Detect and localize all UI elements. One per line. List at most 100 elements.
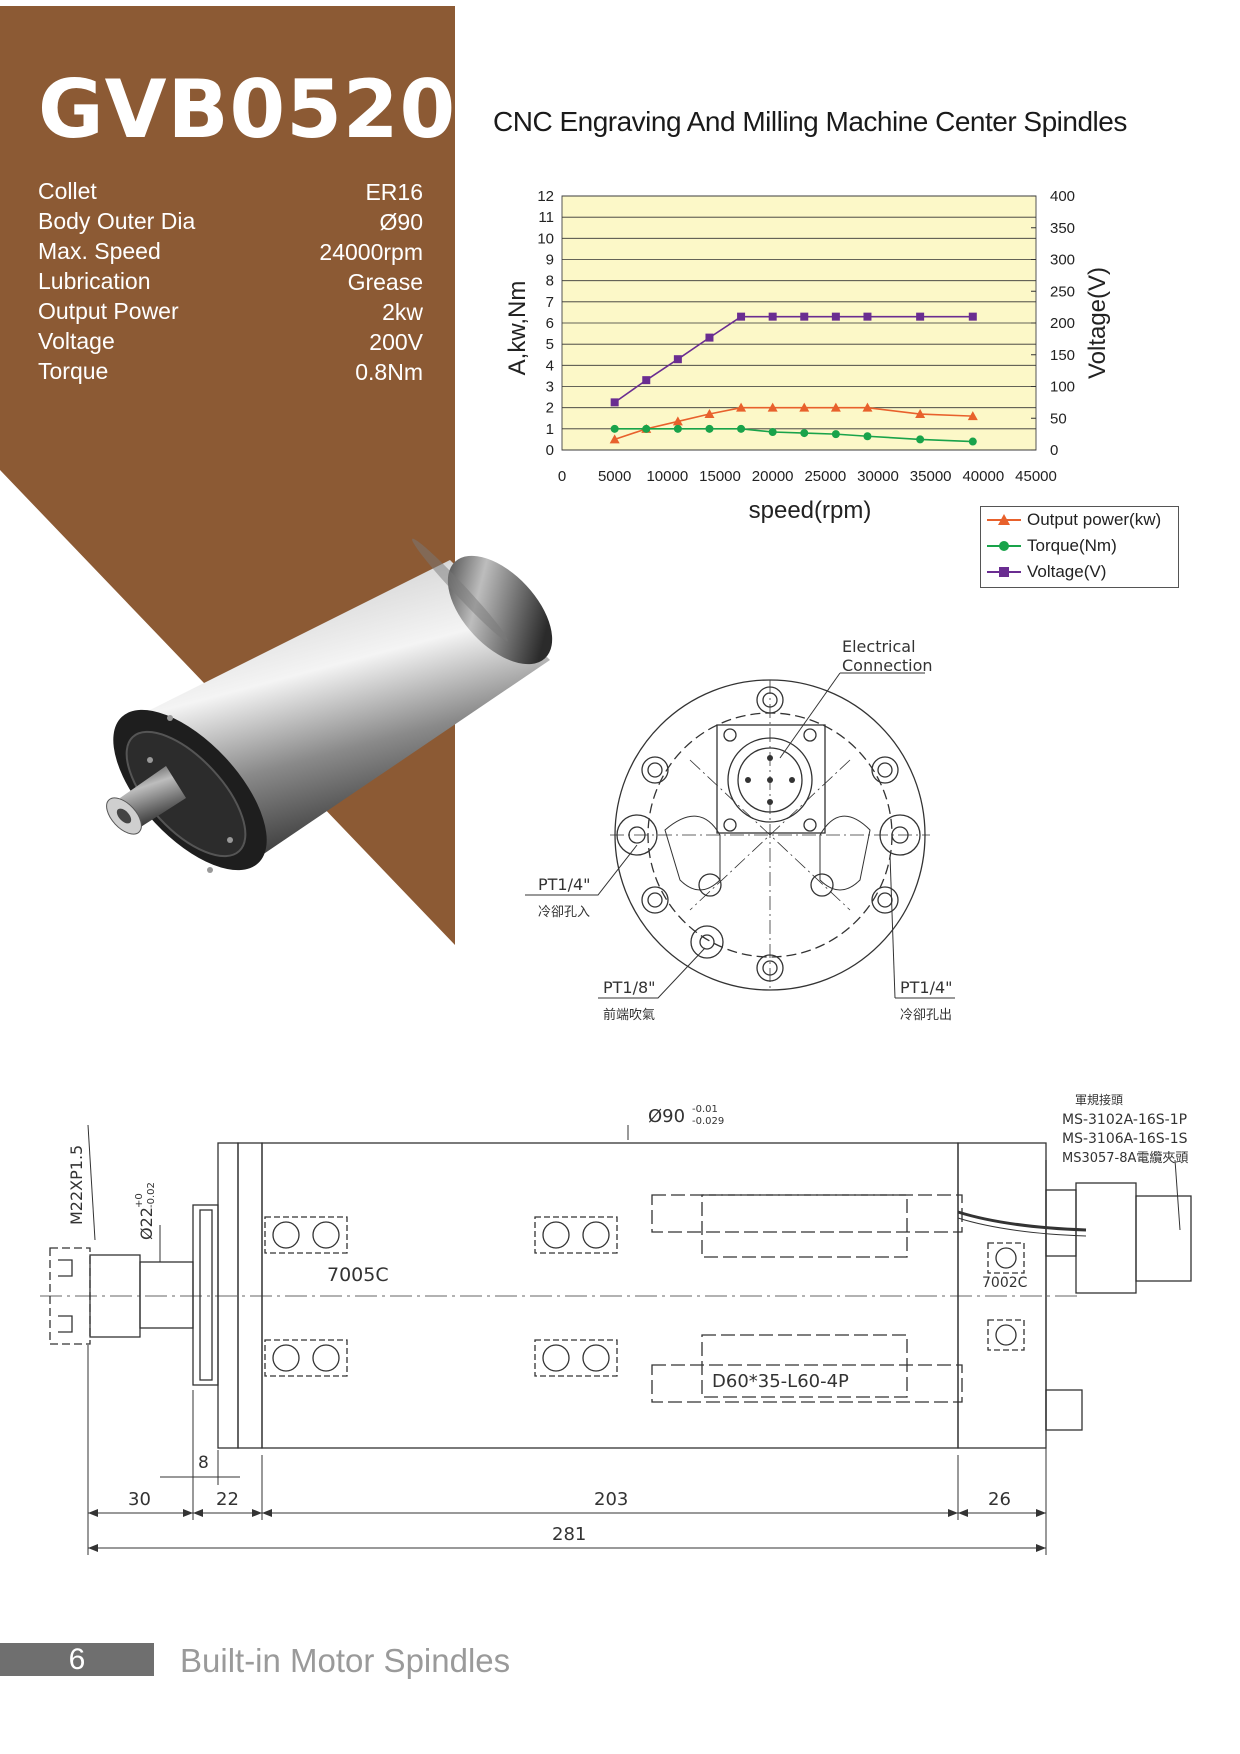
flange-front-view-drawing: Electrical Connection PT1/4" 冷卻孔入 PT1/8"… [525, 637, 955, 1023]
chart-point [705, 333, 714, 342]
legend-item: Voltage(V) [981, 559, 1178, 585]
chart-x-tick-label: 45000 [1015, 468, 1057, 485]
chart-x-tick-label: 0 [558, 468, 566, 485]
chart-y2-tick-label: 200 [1050, 315, 1075, 332]
shaft-tol-upper: +0 [134, 1193, 145, 1208]
chart-y2-tick-label: 0 [1050, 442, 1058, 459]
chart-point [768, 312, 777, 321]
legend-label: Output power(kw) [1027, 510, 1162, 529]
chart-point [800, 312, 809, 321]
chart-point [642, 376, 651, 385]
legend-label: Voltage(V) [1027, 562, 1107, 581]
body-dia-label: Ø90 [648, 1106, 685, 1127]
chart-y2-tick-label: 350 [1050, 220, 1075, 237]
chart-point [705, 424, 714, 433]
chart-point [799, 402, 810, 412]
spec-value: Grease [347, 269, 423, 295]
chart-y-tick-label: 0 [546, 442, 554, 459]
chart-point [968, 437, 977, 446]
chart-point [831, 312, 840, 321]
spec-label: Output Power [38, 298, 179, 324]
chart-y2-tick-label: 150 [1050, 347, 1075, 364]
body-tol-lower: -0.029 [692, 1116, 724, 1127]
chart-point [737, 312, 746, 321]
chart-y2-tick-label: 250 [1050, 283, 1075, 300]
spec-value: Ø90 [379, 209, 423, 235]
connector-2-label: MS-3106A-16S-1S [1062, 1131, 1188, 1147]
chart-point [831, 430, 840, 439]
circle-marker-icon [987, 541, 1021, 551]
chart-point [967, 411, 978, 421]
chart-point [800, 429, 809, 438]
spec-label: Lubrication [38, 268, 151, 294]
connector-cn-label: 軍規接頭 [1075, 1092, 1123, 1107]
chart-y-tick-label: 9 [546, 252, 554, 269]
chart-y-tick-label: 3 [546, 379, 554, 396]
spec-row: Max. Speed 24000rpm [38, 238, 423, 268]
chart-x-tick-label: 30000 [857, 468, 899, 485]
chart-y-tick-label: 4 [546, 357, 554, 374]
dim-26-label: 26 [988, 1489, 1011, 1510]
chart-point [862, 402, 873, 412]
chart-point [968, 312, 977, 321]
chart-point [609, 434, 620, 444]
chart-point [673, 424, 682, 433]
chart-y-tick-label: 12 [537, 188, 554, 205]
body-tol-upper: -0.01 [692, 1104, 718, 1115]
shaft-tol-lower: -0.02 [146, 1182, 157, 1208]
chart-y-tick-label: 1 [546, 421, 554, 438]
chart-point [673, 355, 682, 364]
page-heading: CNC Engraving And Milling Machine Center… [493, 106, 1127, 137]
bearing-front-label: 7005C [327, 1264, 389, 1286]
spec-row: Body Outer Dia Ø90 [38, 208, 423, 238]
chart-point [610, 398, 619, 407]
connector-3-label: MS3057-8A電纜夾頭 [1062, 1150, 1188, 1166]
chart-point [916, 435, 925, 444]
port-in-label: PT1/4" [538, 875, 591, 894]
chart-y2-tick-label: 400 [1050, 188, 1075, 205]
legend-item: Output power(kw) [981, 507, 1178, 533]
dim-22-label: 22 [216, 1489, 239, 1510]
chart-y-tick-label: 8 [546, 273, 554, 290]
chart-point [915, 409, 926, 419]
spec-label: Body Outer Dia [38, 208, 196, 234]
spindle-product-image [106, 538, 553, 873]
chart-y-tick-label: 10 [537, 230, 554, 247]
spec-value: 24000rpm [319, 239, 423, 265]
port-in-cn-label: 冷卻孔入 [538, 905, 590, 920]
chart-point [863, 432, 872, 441]
spec-label: Voltage [38, 328, 115, 354]
connector-1-label: MS-3102A-16S-1P [1062, 1112, 1187, 1128]
spec-value: ER16 [365, 179, 423, 205]
side-section-drawing: M22XP1.5 Ø22 +0 -0.02 Ø90 -0.01 -0.029 軍… [40, 1092, 1192, 1555]
chart-point [830, 402, 841, 412]
model-number: GVB0520 [38, 63, 457, 156]
chart-point [704, 409, 715, 419]
chart-x-axis-label: speed(rpm) [749, 497, 872, 524]
port-out-label: PT1/4" [900, 978, 953, 997]
thread-label: M22XP1.5 [67, 1145, 86, 1225]
port-out-cn-label: 冷卻孔出 [900, 1008, 952, 1023]
chart-y-tick-label: 2 [546, 400, 554, 417]
chart-y-tick-label: 5 [546, 336, 554, 353]
chart-x-tick-label: 5000 [598, 468, 631, 485]
chart-y-axis-label: A,kw,Nm [504, 281, 531, 376]
spec-row: Lubrication Grease [38, 268, 423, 298]
connection-label: Connection [842, 656, 933, 675]
chart-point [736, 402, 747, 412]
spec-label: Collet [38, 178, 97, 204]
chart-point [768, 428, 777, 437]
chart-legend: Output power(kw) Torque(Nm) Voltage(V) [980, 506, 1179, 588]
chart-x-tick-label: 20000 [752, 468, 794, 485]
chart-x-tick-label: 40000 [962, 468, 1004, 485]
chart-y-tick-label: 7 [546, 294, 554, 311]
triangle-marker-icon [987, 514, 1021, 525]
spec-label: Torque [38, 358, 109, 384]
chart-point [610, 424, 619, 433]
spec-value: 2kw [382, 299, 423, 325]
spec-label: Max. Speed [38, 238, 161, 264]
